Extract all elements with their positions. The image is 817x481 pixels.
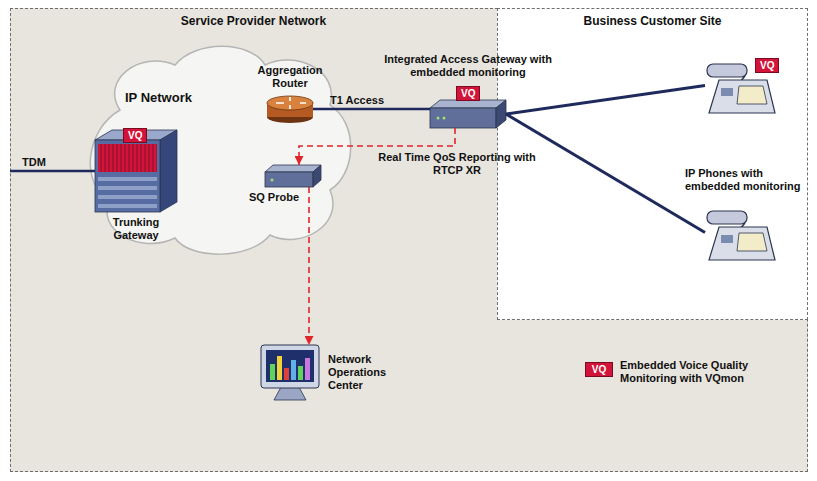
text-slot: Integrated Access Gateway with embedded … — [373, 53, 563, 79]
iag-top — [430, 100, 506, 108]
text-slot: VQ — [755, 55, 779, 73]
screen-bar — [291, 360, 296, 380]
screen-bar — [298, 366, 303, 380]
iag-led — [437, 117, 440, 120]
rack-slot — [98, 177, 157, 181]
cloud-shape — [90, 46, 350, 254]
iag-side — [496, 100, 506, 128]
phone-link — [506, 86, 705, 115]
rack-side — [160, 130, 177, 212]
ip-phone — [707, 211, 775, 260]
legend-slot: Embedded Voice Quality Monitoring with V… — [620, 359, 775, 385]
text-slot: VQ — [123, 125, 147, 143]
screen-bar — [305, 358, 310, 380]
probe-front — [265, 172, 313, 187]
connector-label: T1 Access — [330, 94, 384, 107]
text-slot: Trunking Gateway — [101, 216, 171, 242]
sq-probe — [265, 165, 321, 187]
screen-bar — [284, 368, 289, 380]
rack-front — [95, 140, 160, 212]
trunking-gateway — [95, 130, 177, 212]
noc-monitor — [261, 345, 319, 400]
device-label: Integrated Access Gateway with embedded … — [373, 53, 563, 79]
text-slot: IP Network — [125, 90, 235, 106]
vq-badge: VQ — [755, 58, 779, 73]
text-slot: Aggregation Router — [247, 64, 333, 90]
edge-label-slot: T1 Access — [330, 94, 384, 107]
text-slot: Network Operations Center — [328, 353, 408, 393]
access-gateway — [430, 100, 506, 128]
monitor-frame — [261, 345, 319, 388]
t1-link — [313, 108, 430, 111]
connector-label: Real Time QoS Reporting with RTCP XR — [372, 151, 542, 177]
probe-side — [313, 165, 321, 187]
region-heading: Business Customer Site — [497, 14, 808, 28]
signal-label: TDM — [22, 156, 46, 169]
device-label: SQ Probe — [237, 191, 299, 204]
router — [267, 96, 313, 123]
edge-label-slot: Real Time QoS Reporting with RTCP XR — [372, 151, 542, 177]
router-arrows — [276, 97, 306, 109]
legend-text: Embedded Voice Quality Monitoring with V… — [620, 359, 775, 385]
iag-led — [443, 117, 446, 120]
label-slot: VQ — [585, 362, 613, 377]
device-label: Network Operations Center — [328, 353, 408, 393]
probe-led — [271, 179, 274, 182]
tdm-line — [10, 170, 95, 173]
device-label: Aggregation Router — [247, 64, 333, 90]
screen-bar — [277, 356, 282, 380]
router-top — [267, 96, 313, 110]
iag-front — [430, 108, 496, 128]
screen-bar — [270, 364, 275, 380]
monitor-screen — [266, 350, 314, 382]
rack-slot — [98, 204, 157, 208]
rack-slot — [98, 186, 157, 190]
vq-badge: VQ — [456, 86, 480, 101]
monitor-stand — [274, 387, 306, 400]
ip-phone — [707, 64, 775, 113]
probe-top — [265, 165, 321, 172]
rack-slot — [98, 195, 157, 199]
customer-region: Business Customer SiteIntegrated Access … — [497, 8, 808, 320]
report-arrow — [308, 187, 310, 345]
device-label: IP Phones with embedded monitoring — [685, 167, 807, 193]
region-heading: Service Provider Network — [10, 14, 497, 28]
phone-link — [506, 114, 705, 233]
cloud-label: IP Network — [125, 90, 235, 106]
text-slot: IP Phones with embedded monitoring — [685, 167, 807, 193]
label-slot: TDM — [22, 156, 46, 169]
device-label: Trunking Gateway — [101, 216, 171, 242]
vq-badge: VQ — [585, 362, 613, 377]
text-slot: SQ Probe — [237, 191, 299, 204]
vq-badge: VQ — [123, 128, 147, 143]
text-slot: Business Customer Site — [497, 14, 808, 28]
rack-red-panel — [98, 144, 157, 172]
rack-grille — [98, 144, 157, 172]
text-slot: VQ — [456, 83, 480, 101]
text-slot: Service Provider Network — [10, 14, 497, 28]
